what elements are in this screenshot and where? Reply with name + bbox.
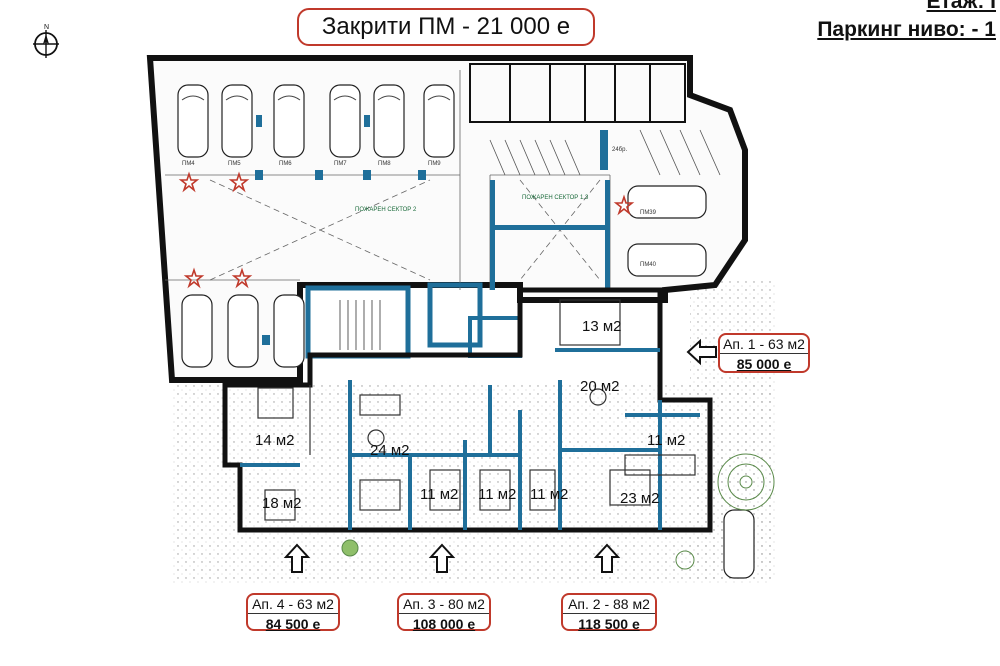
apartment-name: Ап. 3 - 80 м2 <box>399 595 489 614</box>
parking-spot-label: ПМ40 <box>640 262 656 268</box>
north-compass-icon: N <box>33 24 59 58</box>
parking-spot-label: ПМ4 <box>182 161 195 167</box>
fire-sector-label: ПОЖАРЕН СЕКТОР 2 <box>355 207 417 213</box>
room-area-label: 20 м2 <box>580 378 620 395</box>
apartment-price: 118 500 е <box>578 616 640 632</box>
apartment-name: Ап. 2 - 88 м2 <box>563 595 655 614</box>
apartment-4-box: Ап. 4 - 63 м2 84 500 е <box>246 593 340 632</box>
compass-north-letter: N <box>44 24 49 31</box>
room-area-label: 11 м2 <box>478 486 517 503</box>
apartment-price: 84 500 е <box>265 616 321 632</box>
closed-parking-stars <box>178 171 635 289</box>
fire-sector-label: ПОЖАРЕН СЕКТОР 1.3 <box>522 195 589 201</box>
room-area-label: 11 м2 <box>647 432 686 449</box>
room-area-label: 14 м2 <box>255 432 295 449</box>
apartment-name: Ап. 1 - 63 м2 <box>720 335 808 354</box>
title-text: Закрити ПМ - 21 000 е <box>321 13 571 40</box>
closed-parking-price-title: Закрити ПМ - 21 000 е <box>297 8 595 46</box>
room-area-label: 18 м2 <box>262 495 302 512</box>
parking-spot-label: ПМ9 <box>428 161 441 167</box>
floor-label: Етаж: I <box>926 0 996 13</box>
room-area-label: 13 м2 <box>582 318 622 335</box>
apartment-price: 85 000 е <box>736 356 792 372</box>
parking-spot-label: ПМ5 <box>228 161 241 167</box>
apartment-3-box: Ап. 3 - 80 м2 108 000 е <box>397 593 491 632</box>
parking-spot-label: ПМ39 <box>640 210 656 216</box>
room-area-label: 23 м2 <box>620 490 660 507</box>
parking-level-label: Паркинг ниво: - 1 <box>817 18 996 41</box>
entrance-arrows <box>283 338 717 573</box>
room-area-label: 24 м2 <box>370 442 410 459</box>
parking-spot-label: ПМ6 <box>279 161 292 167</box>
apartment-name: Ап. 4 - 63 м2 <box>248 595 338 614</box>
apartment-2-box: Ап. 2 - 88 м2 118 500 е <box>561 593 657 632</box>
parking-spot-label: ПМ8 <box>378 161 391 167</box>
room-area-label: 11 м2 <box>420 486 459 503</box>
stairs-note: 24бр. <box>612 147 628 153</box>
parking-spot-label: ПМ7 <box>334 161 347 167</box>
room-area-label: 11 м2 <box>530 486 569 503</box>
apartment-1-box: Ап. 1 - 63 м2 85 000 е <box>718 333 810 373</box>
apartment-price: 108 000 е <box>412 616 476 632</box>
